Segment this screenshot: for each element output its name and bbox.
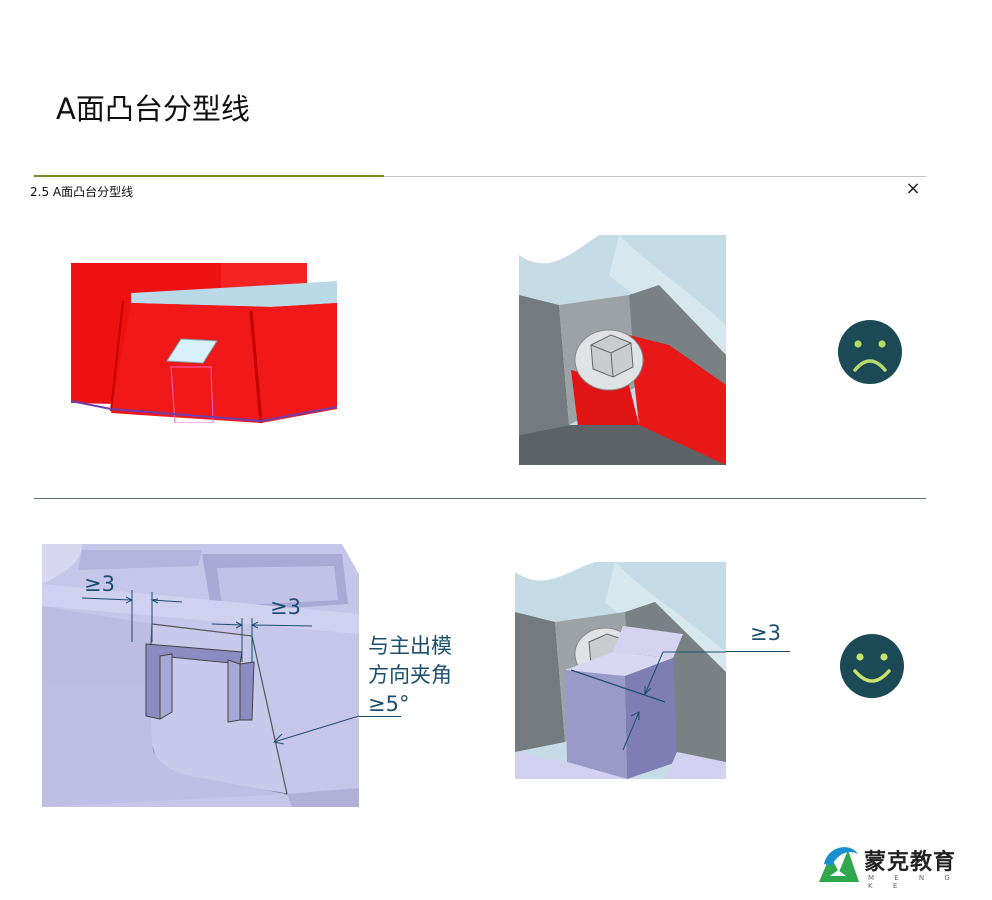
gap-right-label: ≥3 [270,595,301,619]
draft-angle-leader [359,716,401,717]
dialog-title: 2.5 A面凸台分型线 [30,185,134,199]
happy-face-icon [839,633,905,699]
brand-logo-icon [819,847,859,882]
sad-face-icon [837,319,903,385]
top-divider-accent [34,175,384,177]
section-divider [34,498,926,499]
draft-angle-note: 与主出模 方向夹角 ≥5° [368,634,452,716]
page-title: A面凸台分型线 [56,92,250,126]
gap-left-label: ≥3 [84,572,115,596]
gray-part-bad-image [519,235,726,465]
brand-subtitle: M E N G K E [868,874,959,890]
brand-name: 蒙克教育 [864,850,957,875]
gray-part-good-image [515,562,726,779]
rib-gap-label: ≥3 [750,621,781,645]
brand-logo: 蒙克教育 M E N G K E [816,840,976,890]
close-icon[interactable]: × [905,178,921,199]
lavender-boss-image [42,544,359,807]
rib-gap-leader [726,651,790,652]
red-boss-image [71,263,337,423]
top-divider [34,176,926,177]
